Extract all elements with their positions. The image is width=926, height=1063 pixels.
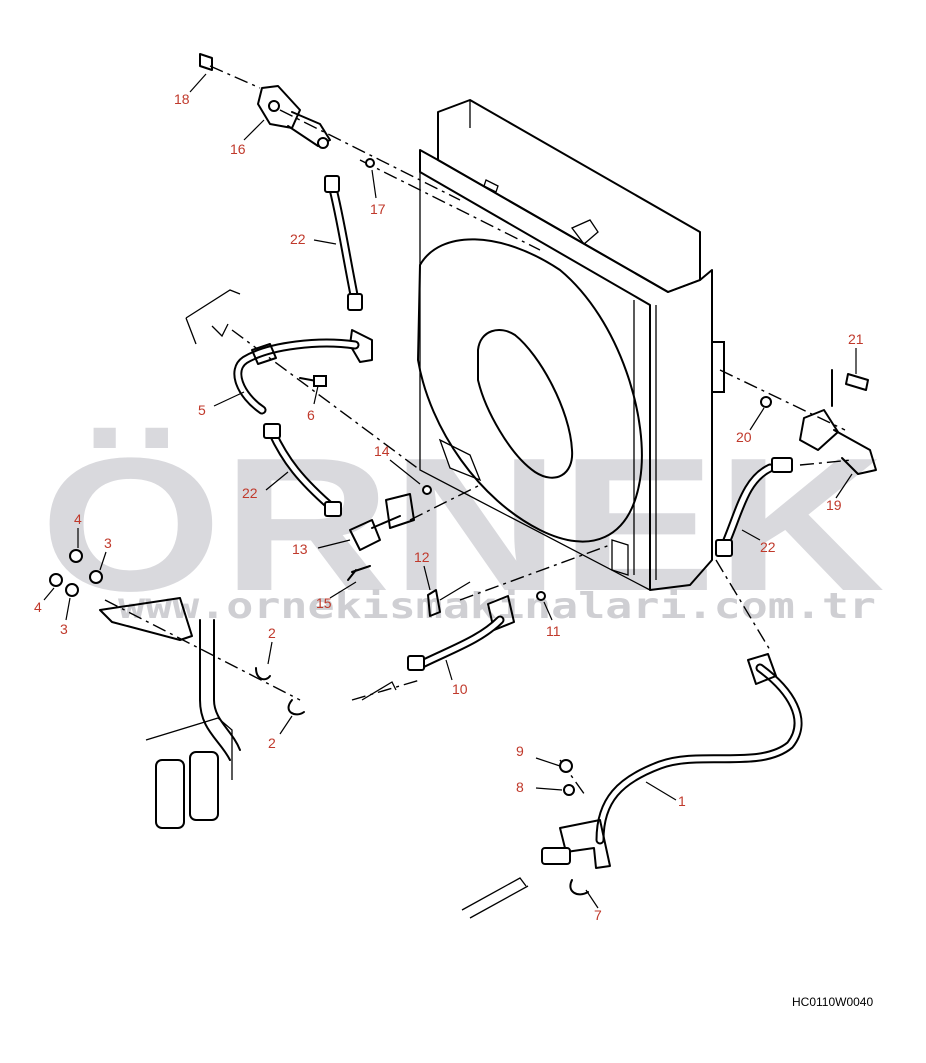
callout-5: 5 xyxy=(198,402,206,418)
callout-18: 18 xyxy=(174,91,190,107)
pipe-5 xyxy=(185,289,360,415)
callout-3-top: 3 xyxy=(104,535,112,551)
callout-4-bottom: 4 xyxy=(34,599,42,615)
hose-top xyxy=(324,175,373,363)
callout-20: 20 xyxy=(736,429,752,445)
pipe-10 xyxy=(361,581,546,701)
callout-22-top: 22 xyxy=(290,231,306,247)
callout-17: 17 xyxy=(370,201,386,217)
callouts: 18 16 17 22 5 6 22 14 13 15 12 11 10 4 3… xyxy=(34,91,864,923)
pipe-1 xyxy=(461,653,803,919)
callout-7: 7 xyxy=(594,907,602,923)
left-bracket xyxy=(49,549,305,829)
drawing-code: HC0110W0040 xyxy=(792,995,873,1009)
watermark-brand: ÖRNEK xyxy=(40,419,885,631)
hose-right xyxy=(715,457,793,557)
callout-22-right: 22 xyxy=(760,539,776,555)
callout-9: 9 xyxy=(516,743,524,759)
callout-19: 19 xyxy=(826,497,842,513)
callout-13: 13 xyxy=(292,541,308,557)
callout-14: 14 xyxy=(374,443,390,459)
watermark: ÖRNEK www.ornekismakinalari.com.tr xyxy=(40,419,885,631)
callout-1: 1 xyxy=(678,793,686,809)
top-bracket xyxy=(199,53,375,168)
callout-16: 16 xyxy=(230,141,246,157)
callout-21: 21 xyxy=(848,331,864,347)
callout-3-bottom: 3 xyxy=(60,621,68,637)
callout-15: 15 xyxy=(316,595,332,611)
callout-2-bottom: 2 xyxy=(268,735,276,751)
leader-lines xyxy=(43,73,857,909)
callout-22-middle: 22 xyxy=(242,485,258,501)
radiator-assembly xyxy=(417,99,725,591)
callout-4-top: 4 xyxy=(74,511,82,527)
callout-10: 10 xyxy=(452,681,468,697)
callout-6: 6 xyxy=(307,407,315,423)
connector-13 xyxy=(347,485,432,581)
callout-12: 12 xyxy=(414,549,430,565)
callout-11: 11 xyxy=(546,623,561,639)
callout-2-top: 2 xyxy=(268,625,276,641)
callout-8: 8 xyxy=(516,779,524,795)
hose-middle xyxy=(263,423,342,517)
right-bracket xyxy=(760,369,877,475)
